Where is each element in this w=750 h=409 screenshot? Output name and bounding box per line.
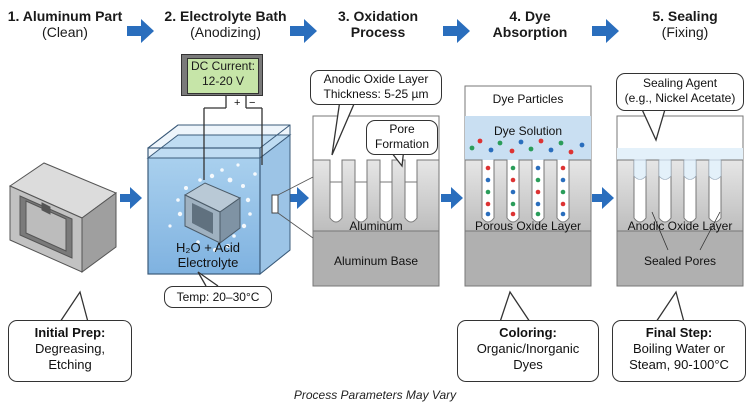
- sealing-agent-callout: Sealing Agent (e.g., Nickel Acetate): [616, 73, 744, 111]
- step-5-subheading: (Fixing): [661, 24, 709, 40]
- step-1-heading: 1. Aluminum Part: [7, 8, 123, 24]
- step-2-heading: 2. Electrolyte Bath: [164, 8, 287, 24]
- initial-prep-callout: Initial Prep: Degreasing, Etching: [8, 320, 132, 382]
- aluminum-layer-label: Aluminum: [349, 219, 403, 233]
- middle-arrow-2: [287, 187, 309, 209]
- final-step-callout: Final Step: Boiling Water or Steam, 90-1…: [612, 320, 746, 382]
- step-1-title: 1. Aluminum Part (Clean): [0, 8, 130, 40]
- plus-terminal: +: [234, 97, 241, 109]
- footer-note: Process Parameters May Vary: [293, 388, 457, 402]
- pore-formation-callout: Pore Formation: [366, 120, 438, 155]
- anodic-oxide-label: Anodic Oxide Layer: [627, 219, 733, 233]
- step-4-title: 4. Dye Absorption: [470, 8, 590, 40]
- aluminum-part-illustration: [8, 162, 118, 273]
- top-arrow-2: [290, 19, 317, 43]
- dye-solution-label: Dye Solution: [493, 124, 563, 138]
- coloring-callout: Coloring: Organic/Inorganic Dyes: [457, 320, 599, 382]
- step-3-subheading: Process: [350, 24, 406, 40]
- electrolyte-bath: [146, 96, 292, 276]
- power-supply-screen: DC Current: 12-20 V: [187, 58, 259, 94]
- sealed-pores-label: Sealed Pores: [643, 254, 717, 268]
- top-arrows: [127, 19, 619, 43]
- aluminum-base-label: Aluminum Base: [333, 254, 419, 268]
- step-2-title: 2. Electrolyte Bath (Anodizing): [158, 8, 293, 40]
- coloring-body: Organic/Inorganic Dyes: [476, 341, 580, 372]
- electrolyte-line-2: Electrolyte: [177, 255, 239, 270]
- oxide-layer-callout: Anodic Oxide Layer Thickness: 5-25 µm: [310, 70, 442, 105]
- step-5-heading: 5. Sealing: [652, 8, 718, 24]
- dye-particles-label: Dye Particles: [492, 92, 564, 106]
- step-3-heading: 3. Oxidation: [337, 8, 419, 24]
- final-step-title: Final Step:: [645, 325, 713, 340]
- step-2-subheading: (Anodizing): [190, 24, 261, 40]
- middle-arrow-1: [120, 187, 142, 209]
- final-step-body: Boiling Water or Steam, 90-100°C: [629, 341, 729, 372]
- power-supply-label: DC Current:: [190, 59, 255, 73]
- power-supply: DC Current: 12-20 V: [181, 54, 263, 96]
- top-arrow-1: [127, 19, 154, 43]
- sealing-panel: [616, 115, 744, 287]
- middle-arrows: [120, 187, 614, 209]
- initial-prep-body: Degreasing, Etching: [34, 341, 106, 372]
- porous-oxide-label: Porous Oxide Layer: [474, 219, 582, 233]
- top-arrow-4: [592, 19, 619, 43]
- dye-dots: [469, 138, 585, 217]
- step-4-subheading: Absorption: [492, 24, 568, 40]
- minus-terminal: −: [249, 97, 256, 109]
- step-4-heading: 4. Dye: [509, 8, 551, 24]
- middle-arrow-4: [592, 187, 614, 209]
- bubbles: [168, 163, 257, 252]
- top-arrow-3: [443, 19, 470, 43]
- dye-panel: [464, 85, 592, 287]
- power-supply-voltage: 12-20 V: [201, 74, 245, 88]
- initial-prep-title: Initial Prep:: [34, 325, 106, 340]
- step-5-title: 5. Sealing (Fixing): [620, 8, 750, 40]
- step-3-title: 3. Oxidation Process: [318, 8, 438, 40]
- step-1-subheading: (Clean): [42, 24, 88, 40]
- sealed-pores: [633, 159, 722, 180]
- electrolyte-label: H₂O + Acid Electrolyte: [168, 240, 248, 270]
- coloring-title: Coloring:: [499, 325, 557, 340]
- electrolyte-line-1: H₂O + Acid: [176, 240, 240, 255]
- temperature-callout: Temp: 20–30°C: [164, 286, 272, 308]
- middle-arrow-3: [441, 187, 463, 209]
